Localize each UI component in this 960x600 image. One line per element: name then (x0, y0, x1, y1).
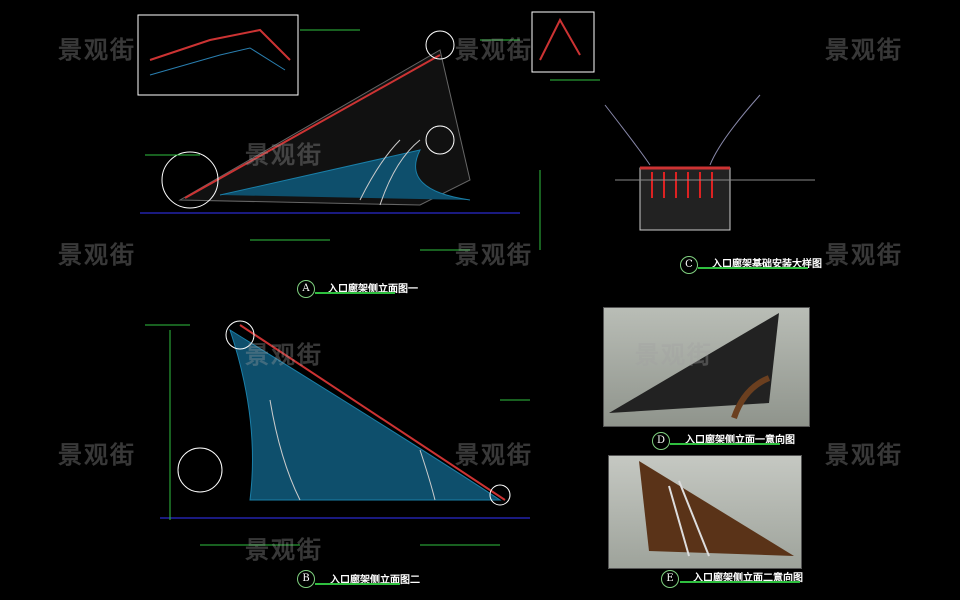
drawing-title-a: 入口廊架侧立面图一 (328, 284, 418, 295)
drawing-title-d: 入口廊架侧立面一意向图 (685, 435, 795, 446)
watermark: 景观街 (825, 36, 903, 64)
render-photo-d (603, 307, 810, 427)
watermark: 景观街 (455, 241, 533, 269)
watermark: 景观街 (245, 341, 323, 369)
drawing-title-e: 入口廊架侧立面二意向图 (693, 573, 803, 584)
drawing-tag-b: B (297, 570, 315, 588)
drawing-title-c: 入口廊架基础安装大样图 (712, 259, 822, 270)
watermark: 景观街 (825, 241, 903, 269)
leader-lines (145, 29, 600, 546)
detail-c (604, 94, 815, 231)
watermark: 景观街 (58, 441, 136, 469)
drawing-tag-c: C (680, 256, 698, 274)
drawing-tag-d: D (652, 432, 670, 450)
drawing-tag-a: A (297, 280, 315, 298)
watermark: 景观街 (455, 36, 533, 64)
elevation-b (160, 320, 530, 519)
watermark: 景观街 (245, 536, 323, 564)
watermark: 景观街 (825, 441, 903, 469)
render-photo-e (608, 455, 802, 569)
watermark: 景观街 (58, 241, 136, 269)
drawing-tag-e: E (661, 570, 679, 588)
watermark: 景观街 (58, 36, 136, 64)
watermark: 景观街 (635, 341, 713, 369)
watermark: 景观街 (245, 141, 323, 169)
drawing-title-b: 入口廊架侧立面图二 (330, 575, 420, 586)
elevation-a (137, 11, 595, 214)
watermark: 景观街 (455, 441, 533, 469)
